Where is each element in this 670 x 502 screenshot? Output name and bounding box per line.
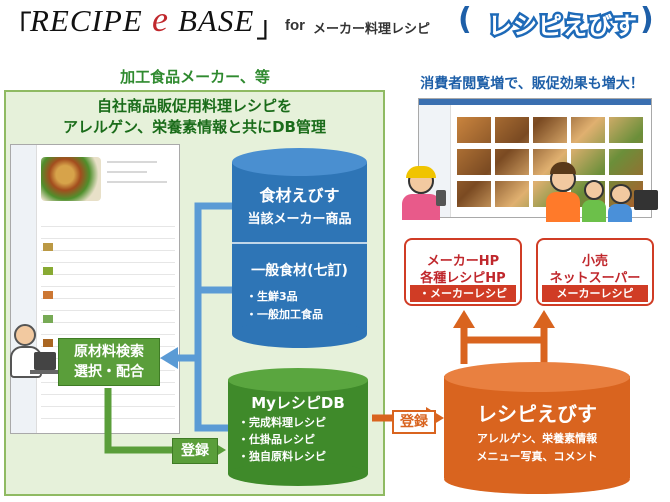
orange-up-arrowhead-left (453, 310, 475, 328)
title-bar: 「 RECIPE e BASE 」 for メーカー料理レシピ ( レシピえびす… (0, 0, 670, 46)
right-header: 消費者閲覧増で、販促効果も増大！ (420, 76, 644, 92)
title-paren-close: ) (640, 2, 654, 37)
left-desc-line2: アレルゲン、栄養素情報と共にDB管理 (63, 118, 326, 136)
title-recipe: RECIPE (30, 3, 143, 38)
recipe-ebisu-cylinder: レシピえびす アレルゲン、栄養素情報 メニュー写真、コメント (444, 362, 630, 494)
ebisu-line2: メニュー写真、コメント (476, 450, 598, 463)
left-header: 加工食品メーカー、等 (120, 68, 270, 86)
blue-left-arrowhead (160, 347, 178, 369)
left-desc-line1: 自社商品販促用料理レシピを (96, 97, 292, 115)
db-section1-sub: 当該メーカー商品 (247, 212, 352, 227)
retail-line2: ネットスーパー (549, 271, 641, 286)
db-section2-item2: ・一般加工食品 (246, 308, 323, 321)
food-photo (41, 157, 101, 201)
search-box-line2: 選択・配合 (74, 364, 144, 380)
register-button-right: 登録 (392, 410, 436, 434)
title-brand: レシピえびす (486, 10, 640, 43)
left-description: 自社商品販促用料理レシピを アレルゲン、栄養素情報と共にDB管理 (4, 96, 385, 138)
maker-hp-line1: メーカーHP (426, 254, 500, 269)
maker-hp-line2: 各種レシピHP (420, 271, 506, 286)
title-base: BASE (178, 3, 255, 38)
my-db-item1: ・完成料理レシピ (238, 416, 326, 429)
search-box-line1: 原材料検索 (74, 344, 144, 360)
register-button-left: 登録 (172, 438, 218, 464)
title-for: for (285, 17, 305, 34)
my-db-item2: ・仕掛品レシピ (238, 433, 315, 446)
db-section2-title: 一般食材(七訂) (251, 263, 348, 279)
family-illustration (540, 160, 660, 226)
retail-box: 小売 ネットスーパー メーカーレシピ (536, 238, 654, 306)
my-db-title: MyレシピDB (251, 394, 345, 412)
maker-hp-bar: ・メーカーレシピ (410, 285, 516, 302)
db-section1-title: 食材えびす (259, 186, 340, 205)
my-db-item3: ・独自原料レシピ (238, 450, 326, 463)
blue-connector-arrow (194, 202, 232, 432)
ebisu-title: レシピえびす (477, 402, 597, 426)
title-subtitle: メーカー料理レシピ (313, 22, 431, 37)
orange-up-connector (460, 336, 548, 364)
maker-hp-box: メーカーHP 各種レシピHP ・メーカーレシピ (404, 238, 522, 306)
orange-up-arrowhead-right (533, 310, 555, 328)
title-bracket-open: 「 (2, 10, 32, 45)
db-section2-item1: ・生鮮3品 (246, 290, 298, 303)
retail-bar: メーカーレシピ (542, 285, 648, 302)
recipe-screenshot (10, 144, 180, 434)
title-e-logo: e (152, 0, 168, 39)
woman-illustration (396, 166, 456, 222)
ingredient-db-cylinder: 食材えびす 当該メーカー商品 一般食材(七訂) ・生鮮3品 ・一般加工食品 (232, 148, 367, 348)
title-bracket-close: 」 (256, 10, 286, 45)
retail-line1: 小売 (581, 254, 608, 269)
user-pc-icon (8, 322, 58, 382)
ebisu-line1: アレルゲン、栄養素情報 (476, 432, 598, 445)
title-paren-open: ( (458, 2, 472, 37)
search-box: 原材料検索 選択・配合 (58, 338, 160, 386)
screenshot-sidebar (11, 145, 37, 433)
my-recipe-db-cylinder: MyレシピDB ・完成料理レシピ ・仕掛品レシピ ・独自原料レシピ (228, 368, 368, 488)
